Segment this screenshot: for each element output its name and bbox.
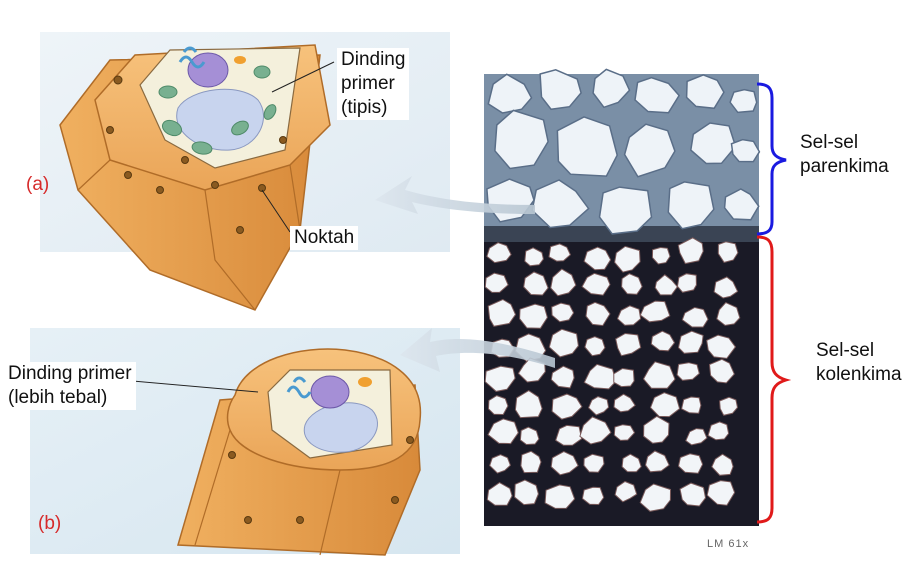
label-pit: Noktah	[290, 226, 358, 250]
label-parenchyma-cells: Sel-sel parenkima	[796, 131, 893, 179]
label-primary-wall-thick: Dinding primer (lebih tebal)	[4, 362, 136, 410]
parenchyma-cell-illustration	[60, 45, 330, 310]
collenchyma-cell	[520, 304, 548, 328]
parenchyma-bracket	[757, 84, 786, 234]
parenchyma-cell	[557, 117, 617, 176]
micrograph	[484, 69, 759, 526]
collenchyma-cell	[678, 274, 697, 293]
nucleus-b	[311, 376, 349, 408]
collenchyma-cell	[489, 396, 508, 415]
label-panel-a: (a)	[22, 173, 53, 197]
nucleus-a	[188, 53, 228, 87]
label-primary-wall-thin: Dinding primer (tipis)	[337, 48, 409, 120]
label-panel-b: (b)	[34, 512, 65, 536]
collenchyma-bracket	[757, 237, 786, 522]
label-collenchyma-cells: Sel-sel kolenkima	[812, 339, 906, 387]
label-magnification: LM 61x	[707, 538, 749, 550]
collenchyma-cell	[682, 397, 701, 413]
